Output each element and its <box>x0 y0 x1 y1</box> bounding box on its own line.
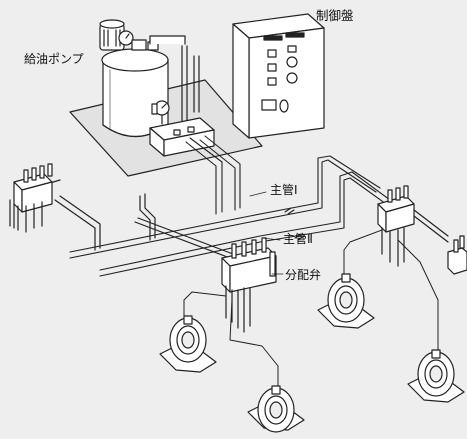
label-leaders <box>249 191 284 275</box>
edge-valve <box>447 235 467 275</box>
bearing-2 <box>247 385 305 433</box>
bearing-3 <box>317 273 375 329</box>
bearing-4 <box>407 349 465 403</box>
left-distributor-valve <box>9 163 53 233</box>
left-branch-pipes <box>39 179 156 251</box>
main-pipe-1-label: 主管Ⅰ <box>270 183 298 197</box>
distributor-valve-label: 分配弁 <box>285 268 322 282</box>
lubrication-pump <box>99 19 215 157</box>
pump-label: 給油ポンプ <box>24 52 84 66</box>
main-pipe-2-label: 主管Ⅱ <box>283 232 313 246</box>
main-pipe-1 <box>69 135 381 259</box>
control-panel <box>232 13 325 139</box>
bearing-1 <box>159 315 217 373</box>
right-distributor-valve <box>377 185 449 267</box>
lube-lines <box>183 229 439 387</box>
center-distributor-valve <box>221 237 277 333</box>
control-panel-label: 制御盤 <box>316 8 354 23</box>
center-branch-pipes <box>134 217 234 259</box>
